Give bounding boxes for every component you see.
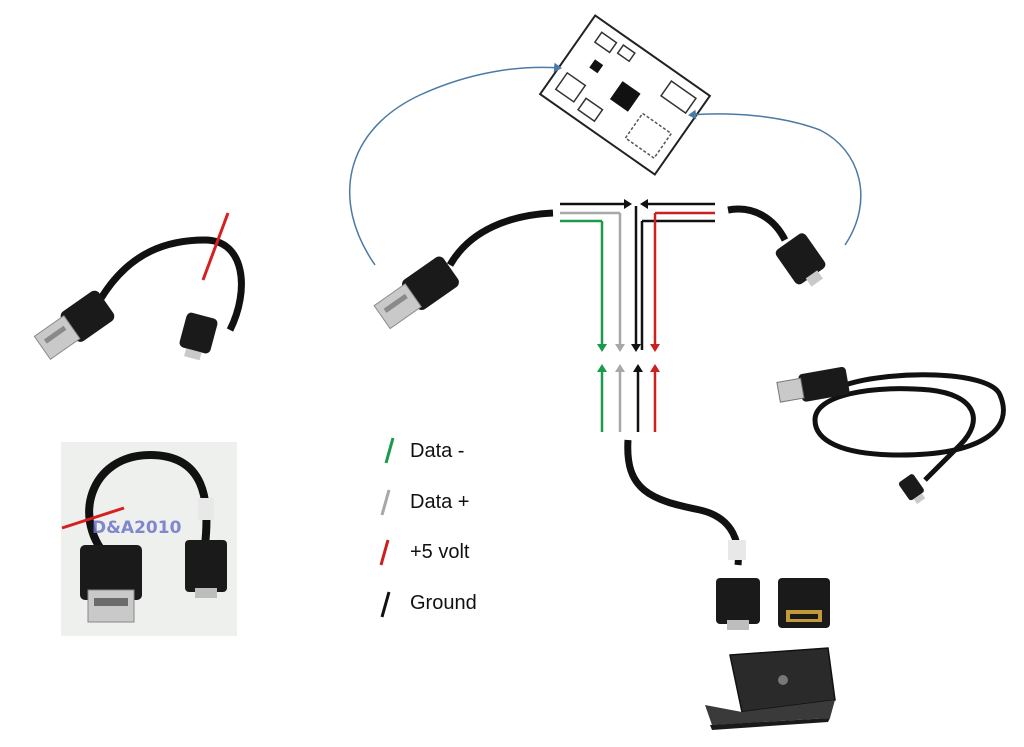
usb-a-plug-icon (373, 209, 554, 330)
legend-label: Ground (410, 592, 477, 614)
legend-label: Data + (410, 491, 469, 513)
hdmi-coupler-icon (778, 578, 830, 628)
laptop-icon (705, 647, 836, 730)
legend-item-data-plus: Data + (380, 489, 469, 516)
legend-label: Data - (410, 440, 464, 462)
legend-label: +5 volt (410, 541, 470, 563)
usb-female-to-micro-female-cable-icon (80, 450, 227, 623)
micro-usb-female-connector-icon (624, 439, 760, 630)
loop-line-left (348, 62, 562, 266)
hdmi-to-micro-hdmi-cable-icon (776, 366, 1006, 504)
usb-female-to-micro-female-photo: D&A2010 (61, 442, 237, 636)
cut-mark (61, 506, 125, 530)
cut-mark (201, 212, 230, 281)
legend: Data - Data + +5 volt Ground (379, 437, 477, 618)
wire-junction (560, 199, 715, 432)
legend-item-ground: Ground (380, 591, 477, 618)
legend-item-data-minus: Data - (384, 437, 464, 464)
circuit-board-icon (538, 14, 712, 176)
usb-a-to-micro-usb-cable-icon (33, 212, 245, 361)
legend-item-plus-5-volt: +5 volt (379, 539, 470, 566)
photo-watermark: D&A2010 (92, 518, 182, 538)
micro-usb-plug-icon (727, 205, 826, 287)
loop-line-right (688, 109, 862, 246)
